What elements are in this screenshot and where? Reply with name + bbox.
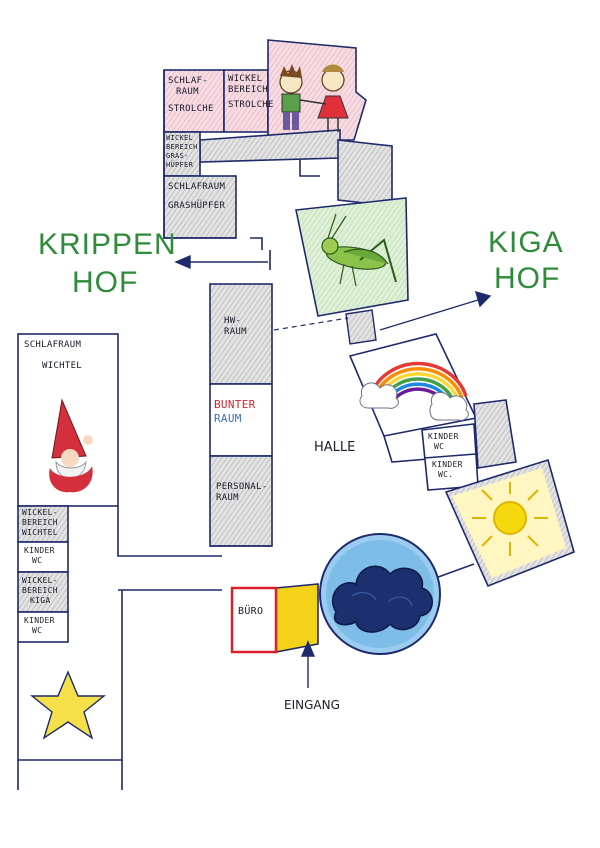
halle-label: HALLE [314, 440, 356, 455]
wickelbereich-wichtel-label: WICKEL- BEREICH WICHTEL [22, 508, 58, 537]
rainbow-clouds [359, 382, 469, 421]
grasshopper-drawing [321, 213, 397, 287]
cloud-drawing [331, 565, 433, 633]
krippen-hof-line2: HOF [72, 266, 139, 299]
personalraum-label: PERSONAL- RAUM [216, 482, 268, 503]
kiga-hof-line2: HOF [494, 262, 561, 295]
middle-column [209, 283, 273, 547]
wickelbereich-grashuepfer-label: WICKEL BEREICH GRAS- HÜPFER [166, 134, 198, 169]
connector-corridor [345, 309, 377, 345]
schlafraum-wichtel-label: SCHLAFRAUM WICHTEL [24, 340, 83, 371]
arrows [174, 254, 492, 688]
schlafraum-strolche-label: SCHLAF- RAUM STROLCHE [168, 76, 214, 114]
eingang-label: EINGANG [284, 698, 340, 712]
star-drawing [30, 670, 106, 740]
children-drawing [279, 64, 349, 132]
kinder-wc-3-label: KINDER WC [428, 432, 459, 451]
sun-drawing [472, 482, 548, 556]
wickelbereich-strolche-label: WICKEL BEREICH STROLCHE [228, 74, 274, 110]
dashed-path [273, 317, 349, 331]
kinder-wc-1-label: KINDER WC [24, 546, 55, 565]
schlafraum-grashuepfer-label: SCHLAFRAUM GRASHÜPFER [168, 182, 226, 211]
bunter-raum-label: BUNTER RAUM [214, 398, 256, 425]
hw-raum-label: HW- RAUM [224, 316, 247, 337]
wickelbereich-kiga-label: WICKEL- BEREICH KIGA [22, 576, 58, 605]
gnome-drawing [49, 398, 93, 493]
krippen-hof-line1: KRIPPEN [38, 228, 177, 261]
kinder-wc-4-label: KINDER WC. [432, 460, 463, 479]
kinder-wc-2-label: KINDER WC [24, 616, 55, 635]
buero-label: BÜRO [238, 606, 264, 617]
kiga-hof-line1: KIGA [488, 226, 564, 259]
